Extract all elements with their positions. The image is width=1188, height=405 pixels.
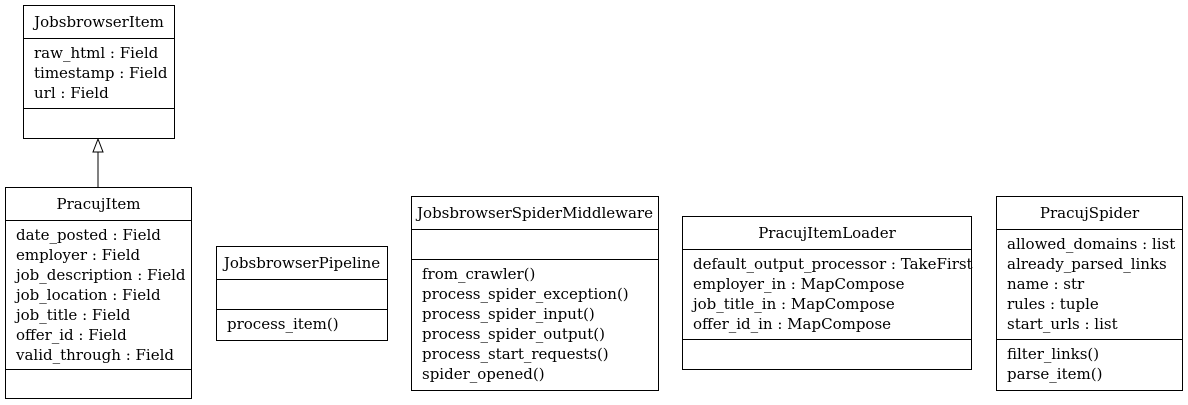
attribute: timestamp : Field (34, 64, 168, 82)
attributes-section: date_posted : Field employer : Field job… (6, 221, 191, 370)
attribute: default_output_processor : TakeFirst (693, 255, 973, 273)
attributes-section (412, 230, 658, 260)
attribute: job_description : Field (16, 266, 186, 284)
method: process_start_requests() (422, 345, 609, 363)
class-pracujitemloader[interactable]: PracujItemLoader default_output_processo… (682, 216, 973, 370)
class-jobsbrowserpipeline[interactable]: JobsbrowserPipeline process_item() (216, 246, 388, 341)
methods-section: filter_links() parse_item() (997, 340, 1182, 388)
method: process_spider_input() (422, 305, 595, 323)
attribute: name : str (1007, 275, 1085, 293)
class-name: PracujItemLoader (683, 217, 971, 250)
attribute: rules : tuple (1007, 295, 1099, 313)
methods-section (6, 370, 191, 378)
attribute: job_title_in : MapCompose (693, 295, 895, 313)
methods-section: process_item() (217, 310, 387, 338)
method: parse_item() (1007, 365, 1103, 383)
attribute: start_urls : list (1007, 315, 1118, 333)
attribute: raw_html : Field (34, 44, 159, 62)
class-name: JobsbrowserPipeline (217, 247, 387, 280)
attribute: employer : Field (16, 246, 141, 264)
attribute: job_location : Field (16, 286, 161, 304)
class-name: JobsbrowserSpiderMiddleware (412, 197, 658, 230)
attribute: valid_through : Field (16, 346, 174, 364)
attribute: job_title : Field (16, 306, 131, 324)
method: from_crawler() (422, 265, 536, 283)
method: filter_links() (1007, 345, 1100, 363)
inheritance-pracujitem-to-jobsbrowseritem (92, 137, 104, 187)
inheritance-arrowhead (92, 137, 104, 153)
attribute: allowed_domains : list (1007, 235, 1176, 253)
attribute: offer_id_in : MapCompose (693, 315, 892, 333)
attributes-section: allowed_domains : list already_parsed_li… (997, 230, 1182, 340)
class-pracujspider[interactable]: PracujSpider allowed_domains : list alre… (996, 196, 1183, 391)
methods-section: from_crawler() process_spider_exception(… (412, 260, 658, 388)
attributes-section: default_output_processor : TakeFirst emp… (683, 250, 973, 340)
class-name: PracujItem (6, 188, 191, 221)
method: spider_opened() (422, 365, 545, 383)
method: process_item() (227, 315, 339, 333)
attribute: url : Field (34, 84, 109, 102)
class-pracujitem[interactable]: PracujItem date_posted : Field employer … (5, 187, 192, 399)
class-name: JobsbrowserItem (24, 6, 174, 39)
class-jobsbrowseritem[interactable]: JobsbrowserItem raw_html : Field timesta… (23, 5, 175, 139)
attribute: already_parsed_links (1007, 255, 1167, 273)
method: process_spider_output() (422, 325, 605, 343)
attribute: date_posted : Field (16, 226, 161, 244)
class-jobsbrowserspidermiddleware[interactable]: JobsbrowserSpiderMiddleware from_crawler… (411, 196, 659, 391)
method: process_spider_exception() (422, 285, 629, 303)
methods-section (683, 340, 971, 348)
class-name: PracujSpider (997, 197, 1182, 230)
attribute: employer_in : MapCompose (693, 275, 905, 293)
methods-section (24, 109, 174, 117)
attributes-section: raw_html : Field timestamp : Field url :… (24, 39, 174, 109)
attribute: offer_id : Field (16, 326, 127, 344)
attributes-section (217, 280, 387, 310)
